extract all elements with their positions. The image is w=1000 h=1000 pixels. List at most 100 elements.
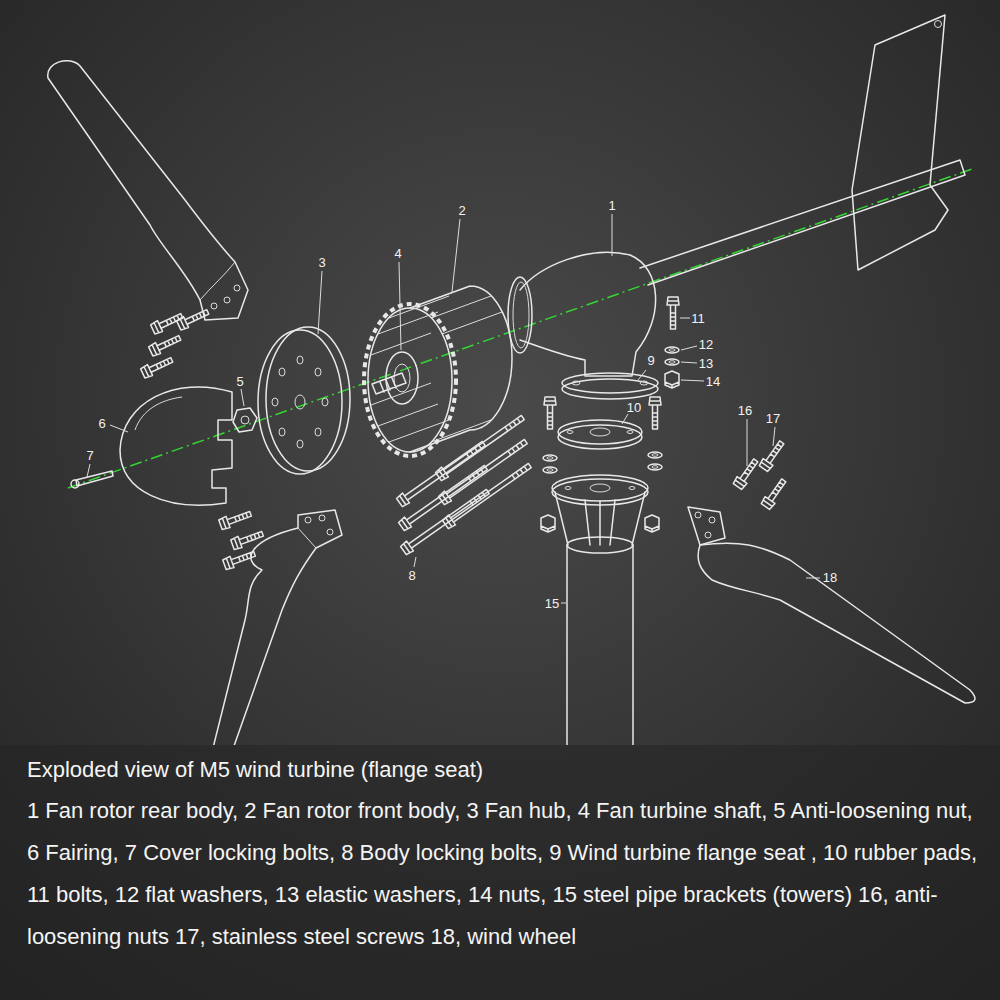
callout-number: 12 (698, 337, 714, 352)
leader-line (414, 557, 416, 567)
hub-hole (297, 356, 303, 364)
rubber-pad (558, 420, 642, 444)
callout-number: 4 (393, 246, 402, 261)
blade-root-edge (200, 262, 235, 300)
rotor-rear-body (520, 252, 656, 376)
leader-line (681, 346, 697, 350)
bolt (230, 528, 264, 550)
callout-number: 5 (235, 374, 244, 389)
flange-hole (590, 484, 610, 492)
callout-number: 10 (626, 400, 642, 415)
fairing-highlight (135, 397, 182, 430)
screw (758, 439, 786, 472)
bolt-hole (709, 517, 715, 523)
turbine-shaft (372, 373, 406, 394)
blade-root-plate (688, 507, 725, 545)
callout-number: 18 (822, 570, 838, 585)
nut-hole (241, 416, 249, 424)
parts-list-caption: 1 Fan rotor rear body, 2 Fan rotor front… (27, 790, 989, 958)
leader-line (110, 425, 128, 432)
leader-line (241, 389, 244, 406)
bolt-hole (705, 532, 711, 538)
bolt (544, 397, 556, 429)
leader-lines (87, 214, 820, 603)
leader-line (622, 414, 628, 424)
bolt (649, 397, 661, 429)
tower-flange (552, 475, 648, 501)
body-bolt (442, 461, 533, 530)
screw (760, 477, 788, 510)
flat-washer (648, 452, 662, 458)
blade (205, 510, 342, 745)
callout-number: 2 (457, 203, 466, 218)
cover-bolt (76, 471, 113, 486)
bolt (148, 332, 182, 356)
bolt (218, 508, 252, 530)
tail-boom (640, 160, 965, 285)
center-axis (68, 168, 975, 488)
nut (665, 371, 679, 388)
callout-number: 11 (690, 311, 706, 326)
bolt-hole (234, 285, 240, 291)
bolt-hole (327, 529, 333, 535)
hub-hole (322, 398, 328, 406)
flange-seat-edge (562, 379, 658, 399)
leader-line (773, 427, 775, 446)
rubber-pad-edge (558, 425, 642, 449)
hub-hole (315, 368, 321, 376)
leader-line (87, 464, 90, 477)
elastic-washer (543, 467, 557, 473)
callout-number: 7 (85, 448, 94, 463)
leader-line (638, 370, 646, 380)
leader-line (681, 380, 704, 381)
pad-hole (567, 431, 573, 434)
leader-line (561, 603, 566, 604)
caption-band (0, 745, 1000, 1000)
rotor-front-body (410, 286, 512, 452)
callout-number: 8 (407, 568, 416, 583)
shaft-boss (386, 352, 418, 404)
flat-washer (665, 347, 679, 353)
bolt (667, 297, 679, 329)
flange-hole (565, 487, 571, 490)
callout-number: 3 (317, 255, 326, 270)
hub-hole (295, 395, 305, 409)
hub-hole (279, 428, 285, 436)
leader-line (680, 318, 690, 319)
hub-hole (297, 440, 303, 448)
flat-washer (543, 455, 557, 461)
callout-number: 9 (646, 353, 655, 368)
leader-line (747, 419, 748, 466)
bolt-hole (211, 303, 217, 309)
nut (645, 515, 659, 532)
bolt (222, 548, 256, 570)
hub-hole (279, 368, 285, 376)
hub-hole (272, 398, 278, 406)
leader-line (612, 214, 613, 256)
hub (258, 330, 342, 474)
tower-top (567, 537, 633, 553)
leader-line (452, 219, 460, 292)
tail-fin (852, 15, 948, 270)
bolt (140, 354, 174, 378)
flange-seat (562, 373, 658, 393)
rotor-front-face (368, 308, 452, 452)
callout-number: 6 (97, 416, 106, 431)
cover-bolt-head (71, 480, 79, 488)
cooling-fins (371, 296, 502, 442)
pad-hole (627, 431, 633, 434)
callout-number: 16 (737, 403, 753, 418)
blade (48, 61, 248, 320)
bolt-hole (695, 512, 701, 518)
bolt-hole (640, 381, 648, 385)
leader-line (806, 578, 820, 579)
callout-number: 17 (765, 411, 781, 426)
turbine-illustration (48, 15, 975, 745)
hub-hole (315, 428, 321, 436)
leader-line (681, 362, 697, 363)
bolt-hole (305, 517, 311, 523)
leader-line (399, 262, 401, 350)
bolt (176, 306, 210, 330)
nut (541, 515, 555, 532)
